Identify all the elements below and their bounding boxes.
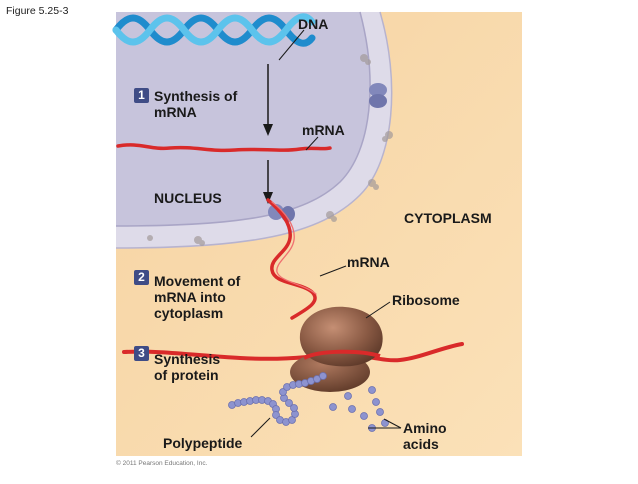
polypeptide-label: Polypeptide	[163, 435, 243, 451]
transcription-arrow	[263, 64, 273, 136]
step-3-badge: 3	[134, 346, 149, 361]
step-2-badge: 2	[134, 270, 149, 285]
nucleus-label: NUCLEUS	[154, 190, 222, 206]
envelope-granules	[147, 54, 393, 246]
polypeptide-chain	[228, 372, 327, 426]
copyright-notice: © 2011 Pearson Education, Inc.	[116, 460, 208, 467]
nuclear-pore-top	[369, 83, 387, 108]
cytoplasm-label: CYTOPLASM	[404, 210, 492, 226]
mrna-cytoplasm-label: mRNA	[347, 254, 390, 270]
ribosome-label: Ribosome	[392, 292, 460, 308]
step-1-badge: 1	[134, 88, 149, 103]
dna-label: DNA	[298, 16, 329, 32]
amino-acids-label: Amino acids	[403, 420, 447, 452]
step-2-label: Movement of mRNA into cytoplasm	[154, 273, 241, 321]
mrna-strand-cytoplasm	[266, 198, 317, 320]
export-arrow	[263, 160, 273, 204]
free-amino-acids	[329, 386, 389, 432]
leader-lines	[250, 29, 402, 438]
figure-label: Figure 5.25-3	[6, 5, 69, 17]
mrna-nucleus-label: mRNA	[302, 122, 345, 138]
step-1-label: Synthesis of mRNA	[154, 88, 238, 120]
mrna-strand-nucleus	[116, 143, 332, 153]
dna-helix	[112, 13, 316, 47]
step-3-label: Synthesis of protein	[154, 351, 221, 383]
nucleus-interior	[116, 12, 371, 226]
nucleus	[115, 11, 393, 249]
